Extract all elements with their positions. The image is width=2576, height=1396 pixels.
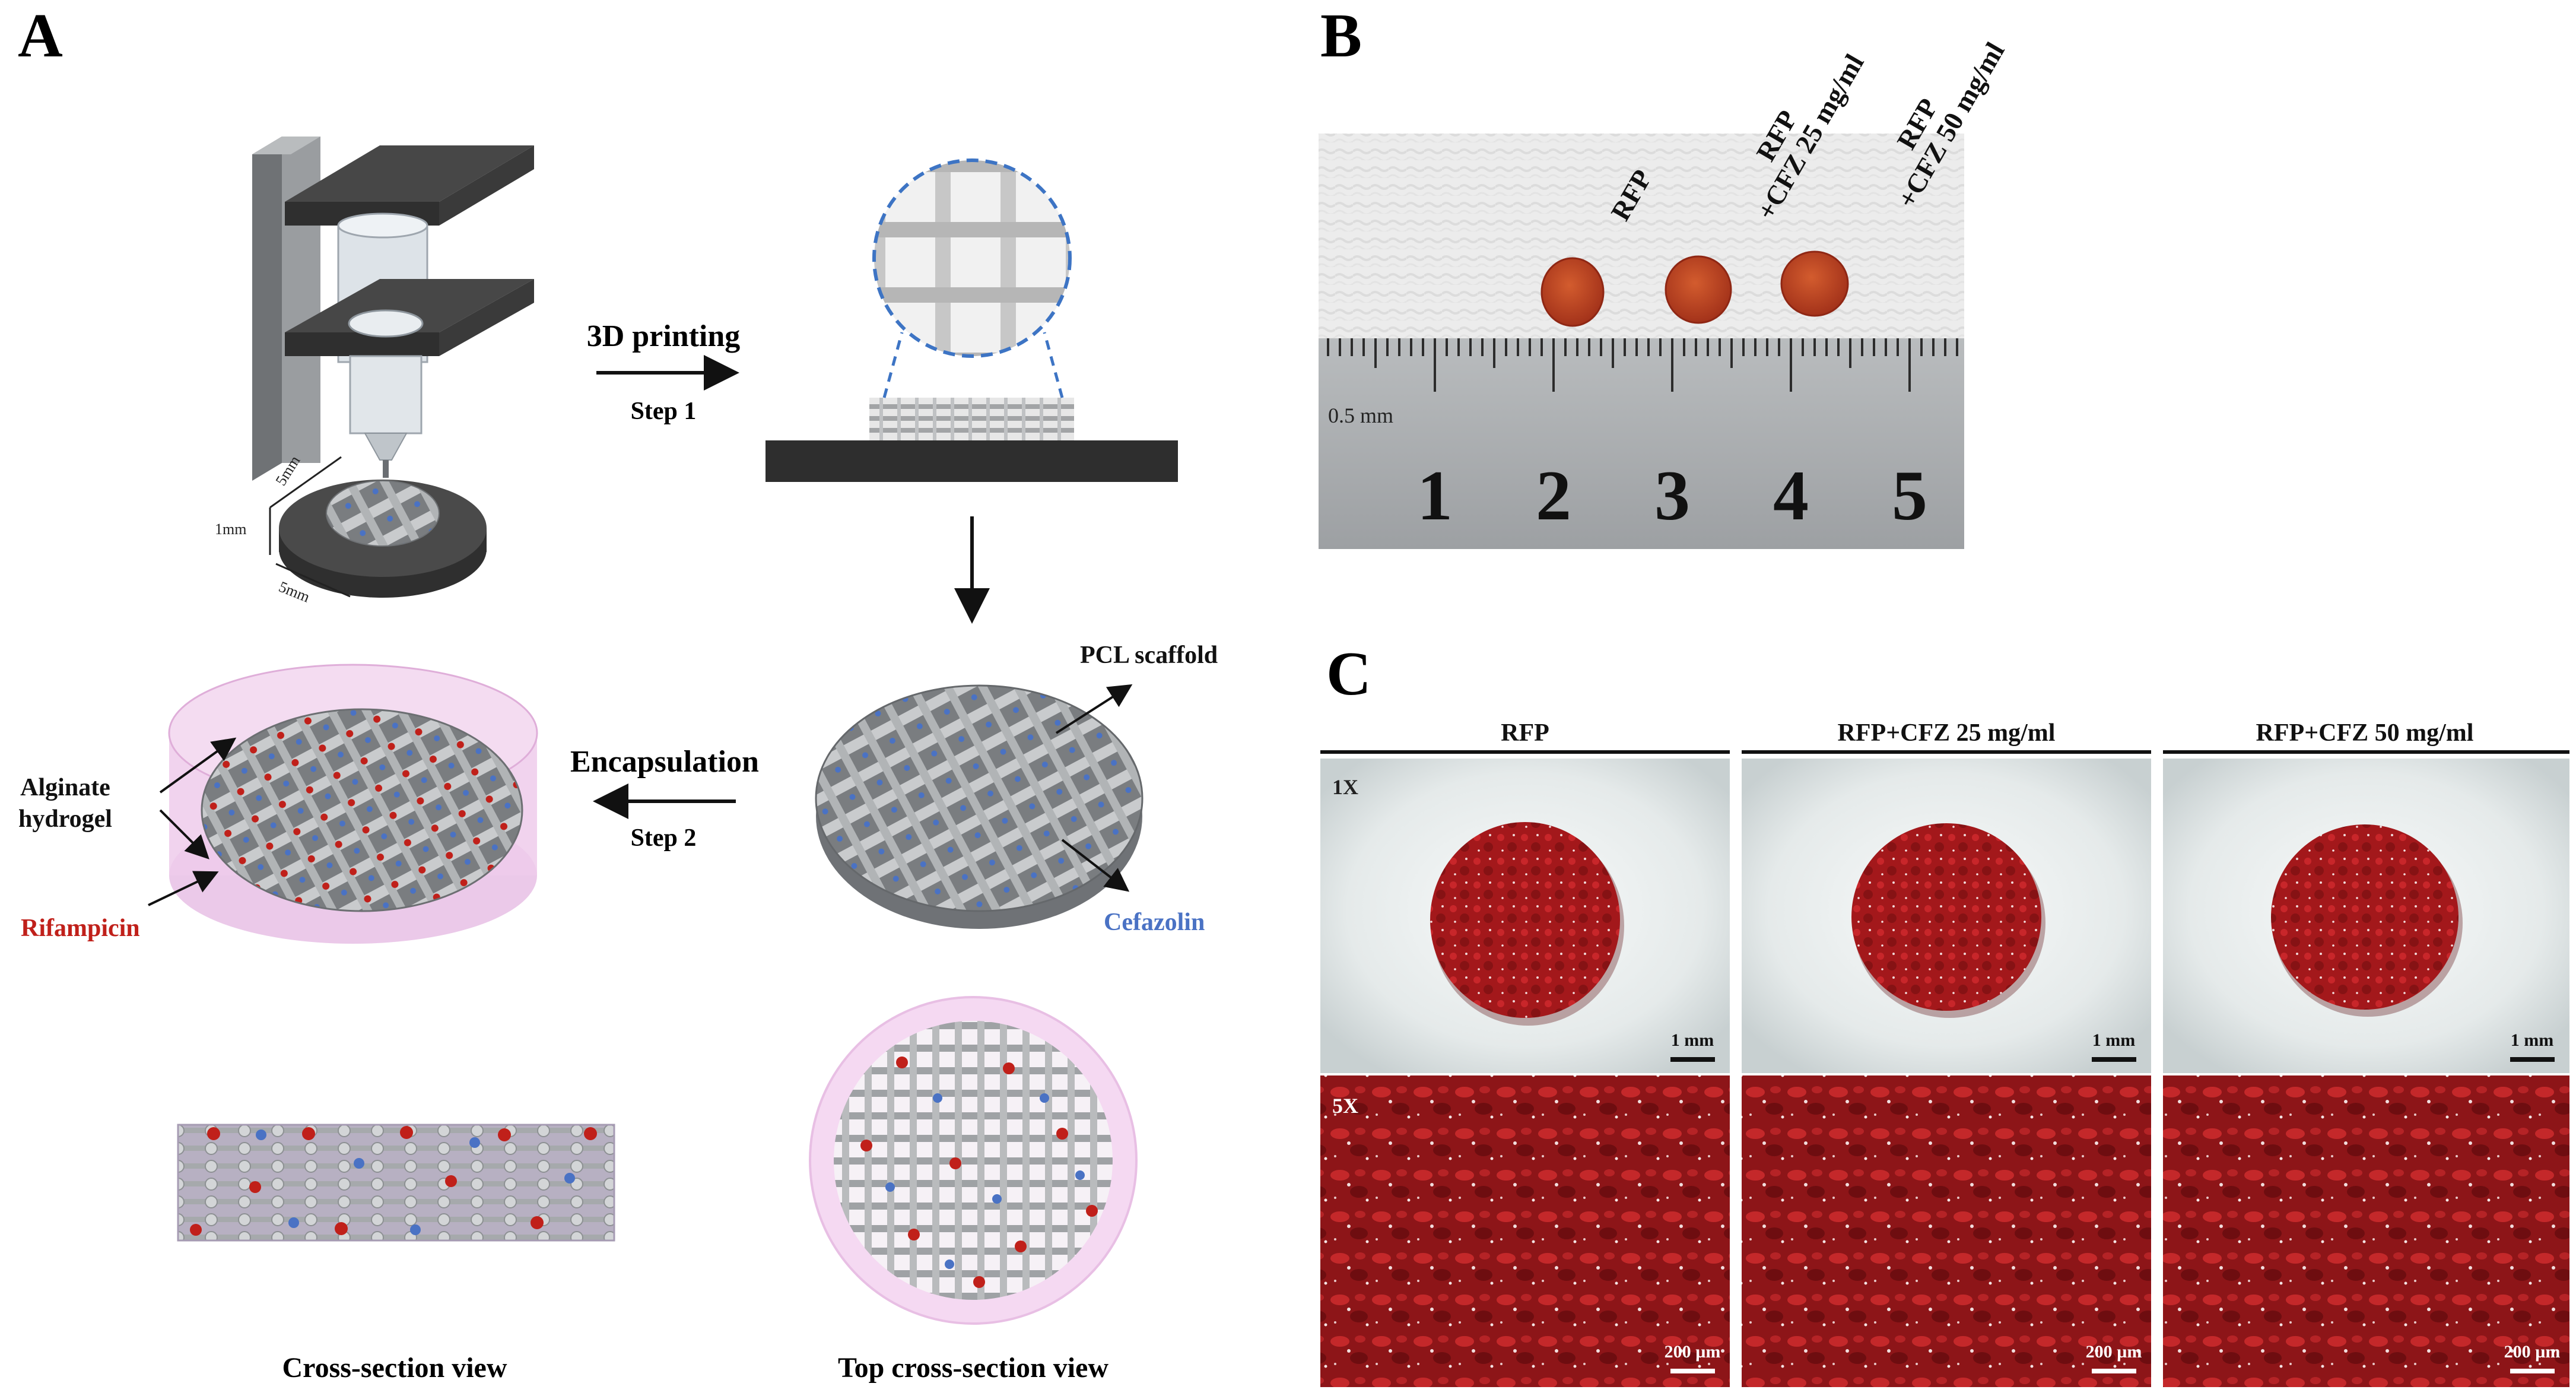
ruler-numbers: 1 2 3 4 5	[1417, 456, 1927, 535]
cross-section-caption: Cross-section view	[282, 1352, 507, 1384]
col-header-rfp: RFP	[1501, 719, 1549, 747]
ruler-number-2: 2	[1536, 456, 1571, 535]
alginate-label-line1: Alginate	[20, 774, 110, 801]
printer-illustration	[252, 137, 534, 598]
scale-label-1x-2: 1 mm	[2092, 1030, 2135, 1050]
panel-letter-a: A	[18, 1, 63, 70]
scale-label-5x-3: 200 µm	[2504, 1342, 2561, 1362]
scale-label-5x-1: 200 µm	[1665, 1342, 1721, 1362]
cross-section-illustration	[177, 1124, 615, 1242]
sample-1x-cfz25	[1851, 823, 2041, 1011]
rifampicin-label: Rifampicin	[21, 915, 140, 942]
col-header-rfp-cfz25: RFP+CFZ 25 mg/ml	[1838, 719, 2056, 747]
printed-scaffold-illustration	[766, 158, 1178, 482]
sample-discs	[1540, 250, 1849, 327]
top-section-illustration	[809, 996, 1138, 1325]
micrograph-5x-cfz50	[2163, 1075, 2569, 1387]
sample-1x-cfz50	[2271, 824, 2459, 1010]
step1-title: 3D printing	[587, 319, 741, 353]
disc-rfp-cfz25	[1665, 255, 1732, 324]
ruler-number-3: 3	[1654, 456, 1690, 535]
cefazolin-label: Cefazolin	[1104, 909, 1205, 936]
disc-rfp	[1540, 257, 1605, 327]
scale-label-1x-3: 1 mm	[2511, 1030, 2553, 1050]
disc-rfp-cfz50	[1780, 250, 1849, 317]
panel-letter-b: B	[1320, 1, 1362, 70]
micrograph-5x-rfp	[1320, 1075, 1730, 1387]
hydrogel-scaffold-illustration	[148, 664, 538, 944]
alginate-label-line2: hydrogel	[18, 805, 112, 833]
pcl-scaffold-illustration	[815, 684, 1144, 929]
ruler-number-1: 1	[1417, 456, 1453, 535]
scale-label-1x-1: 1 mm	[1671, 1030, 1714, 1050]
step2-title: Encapsulation	[570, 745, 759, 779]
top-section-caption: Top cross-section view	[838, 1352, 1108, 1384]
step2-sub: Step 2	[631, 824, 697, 852]
step1-sub: Step 1	[631, 398, 697, 425]
panel-letter-c: C	[1326, 639, 1371, 708]
micrograph-5x-cfz25	[1742, 1075, 2151, 1387]
micrograph-grid: RFP RFP+CFZ 25 mg/ml RFP+CFZ 50 mg/ml	[1320, 719, 2569, 1387]
pcl-scaffold-label: PCL scaffold	[1080, 642, 1218, 669]
sample-1x-rfp	[1430, 822, 1620, 1018]
ruler-unit-label: 0.5 mm	[1328, 404, 1393, 427]
ruler-number-5: 5	[1892, 456, 1927, 535]
mag-label-5x: 5X	[1332, 1094, 1358, 1118]
dim-height-label: 1mm	[215, 521, 246, 538]
ruler-number-4: 4	[1773, 456, 1809, 535]
mag-label-1x: 1X	[1332, 775, 1358, 799]
col-header-rfp-cfz50: RFP+CFZ 50 mg/ml	[2256, 719, 2474, 747]
scale-label-5x-2: 200 µm	[2086, 1342, 2142, 1362]
ruler-photo	[1319, 134, 1964, 549]
